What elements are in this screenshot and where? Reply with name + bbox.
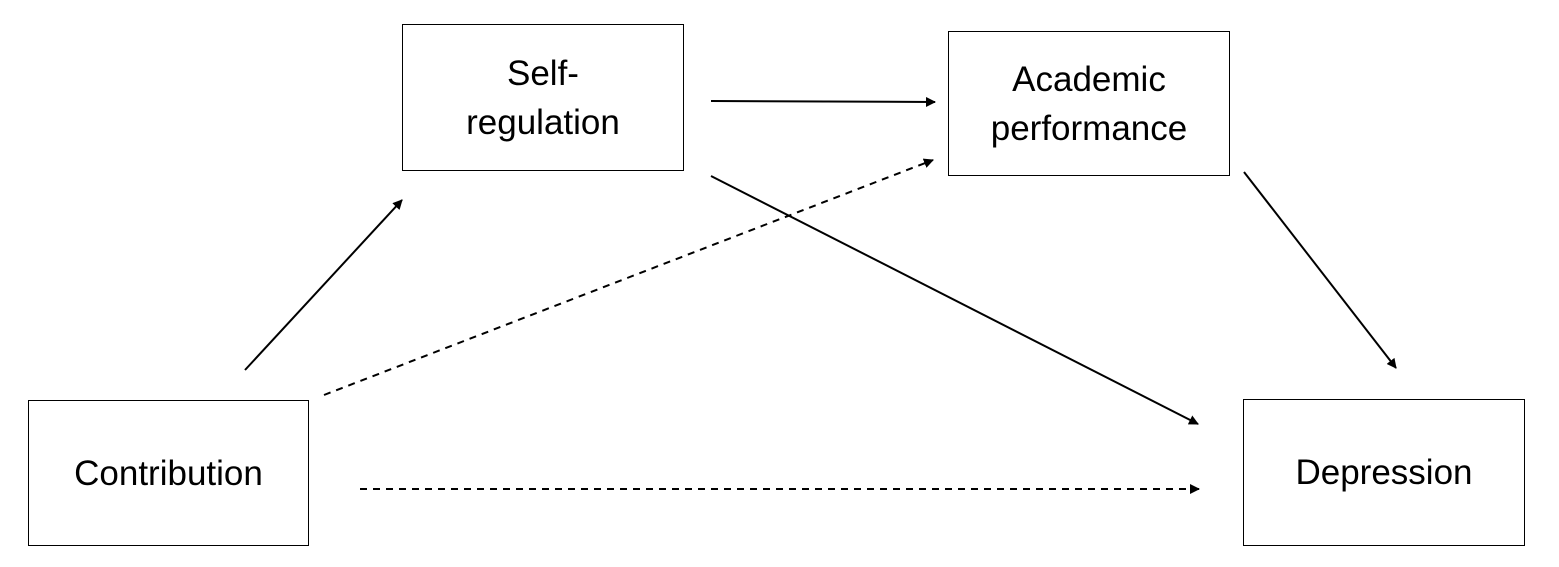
- node-label-self-regulation: Self- regulation: [466, 53, 620, 142]
- edge-self-regulation-to-depression: [710, 175, 1199, 425]
- node-label-contribution: Contribution: [74, 453, 263, 493]
- edge-self-regulation-to-academic-performance: [710, 96, 936, 107]
- node-contribution: Contribution: [28, 400, 309, 546]
- node-self-regulation: Self- regulation: [402, 24, 684, 171]
- node-label-academic-performance: Academic performance: [990, 59, 1188, 148]
- edge-contribution-to-academic-performance: [323, 158, 934, 396]
- node-depression: Depression: [1243, 399, 1525, 546]
- node-academic-performance: Academic performance: [948, 31, 1230, 176]
- edge-academic-performance-to-depression: [1243, 171, 1397, 369]
- edge-contribution-to-self-regulation: [244, 199, 403, 371]
- node-label-depression: Depression: [1295, 453, 1473, 492]
